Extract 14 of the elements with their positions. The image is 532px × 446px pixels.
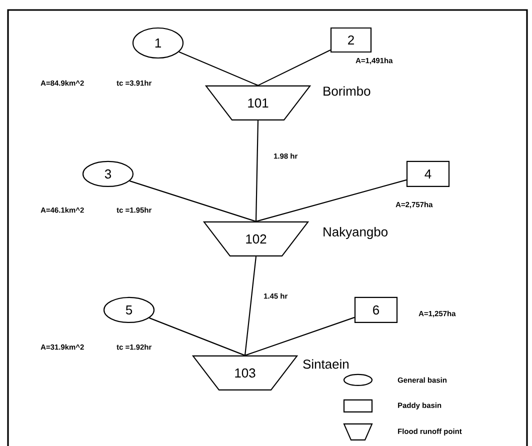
- connector-line: [178, 51, 258, 86]
- paddy-basin-box: 2: [330, 27, 372, 53]
- connector-line: [258, 50, 331, 86]
- paddy-basin-box: 4: [406, 160, 450, 188]
- paddy-basin-box: 6: [354, 296, 398, 324]
- point-name: Nakyangbo: [324, 226, 388, 240]
- connector-line: [244, 256, 257, 356]
- point-name: Borimbo: [324, 86, 370, 96]
- connector-line: [244, 316, 355, 356]
- point-name: Sintaein: [303, 359, 348, 369]
- connector-line: [129, 180, 256, 222]
- connector-line: [149, 317, 246, 356]
- connector-line: [255, 120, 259, 222]
- connector-line: [256, 179, 407, 222]
